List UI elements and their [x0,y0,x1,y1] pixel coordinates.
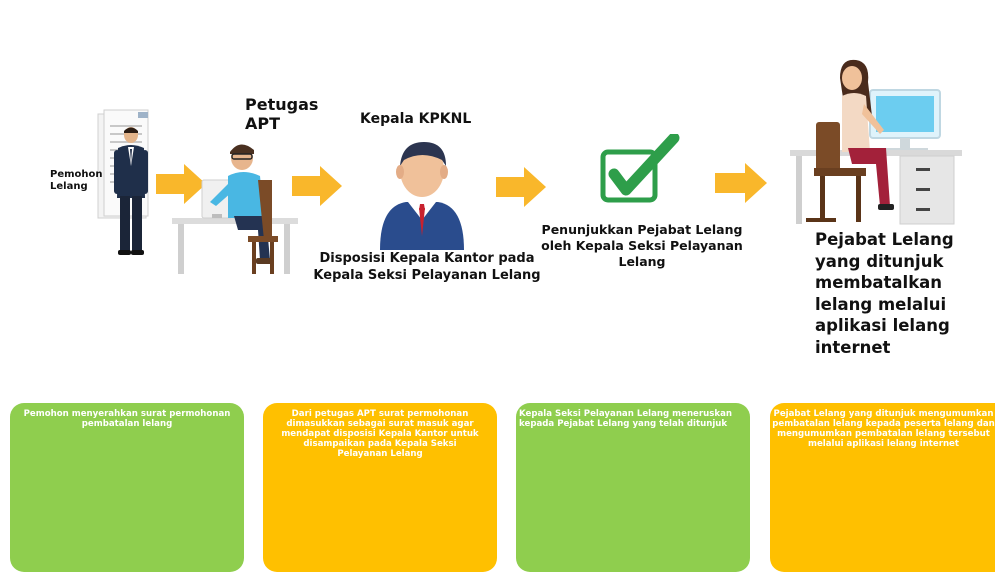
kepala-kpknl-caption: Disposisi Kepala Kantor pada Kepala Seks… [313,251,541,283]
head-of-office-icon [380,142,464,250]
step-box-3: Kepala Seksi Pelayanan Lelang meneruskan… [516,403,750,572]
arrow-right-icon [496,167,546,207]
arrow-right-icon [156,164,206,204]
checkmark-icon [600,134,680,203]
woman-at-desk-icon [790,59,962,225]
arrow-right-icon [292,166,342,206]
pemohon-figure [92,108,162,258]
petugas-label: Petugas APT [245,95,319,133]
penunjukkan-caption: Penunjukkan Pejabat Lelang oleh Kepala S… [541,222,743,269]
step-box-4: Pejabat Lelang yang ditunjuk mengumumkan… [770,403,995,572]
arrow-right-icon [715,163,767,203]
step-box-1: Pemohon menyerahkan surat permohonan pem… [10,403,244,572]
step-box-2: Dari petugas APT surat permohonan dimasu… [263,403,497,572]
kepala-kpknl-title: Kepala KPKNL [360,111,472,127]
pejabat-caption: Pejabat Lelang yang ditunjuk membatalkan… [815,230,954,357]
officer-at-desk-icon [172,144,298,274]
person-icon [114,127,148,255]
pemohon-label: Pemohon Lelang [50,169,103,192]
